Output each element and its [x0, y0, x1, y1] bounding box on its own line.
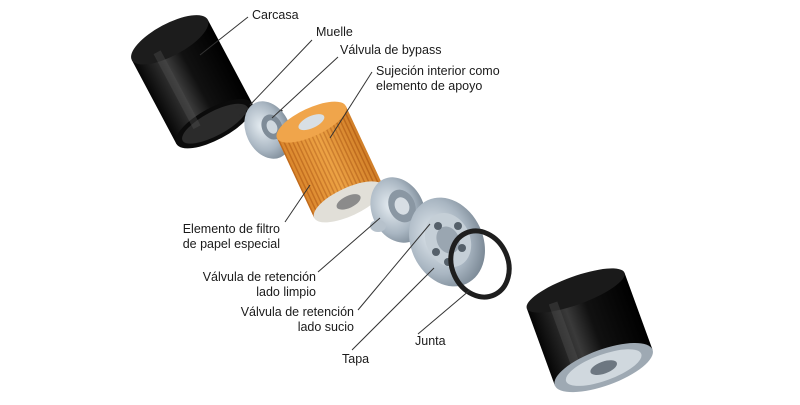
leader-valvula-sucio [357, 223, 431, 311]
label-tapa: Tapa [342, 352, 370, 366]
label-valvula-sucio: Válvula de retención lado sucio [240, 305, 354, 334]
assembled-filter [526, 268, 653, 393]
filter-element [276, 101, 384, 223]
leader-sujecion [329, 71, 373, 139]
leader-tapa [351, 267, 435, 351]
leader-valvula-limpio [317, 217, 381, 273]
leader-junta [417, 289, 471, 335]
leader-lines [199, 16, 471, 351]
label-junta: Junta [415, 334, 446, 348]
label-valvula-limpio: Válvula de retención lado limpio [202, 270, 316, 299]
housing [131, 15, 254, 149]
leader-muelle [249, 39, 313, 106]
label-muelle: Muelle [316, 25, 353, 39]
gasket [448, 228, 512, 300]
label-valvula-bypass: Válvula de bypass [340, 43, 442, 57]
label-carcasa: Carcasa [252, 8, 299, 22]
leader-valvula-bypass [271, 56, 339, 119]
base-plate [409, 197, 485, 287]
leader-elemento-filtro [284, 184, 311, 223]
bypass-valve [244, 101, 292, 159]
leader-carcasa [199, 16, 249, 56]
label-sujecion: Sujeción interior como elemento de apoyo [376, 64, 500, 93]
label-elemento-filtro: Elemento de filtro de papel especial [182, 222, 280, 251]
